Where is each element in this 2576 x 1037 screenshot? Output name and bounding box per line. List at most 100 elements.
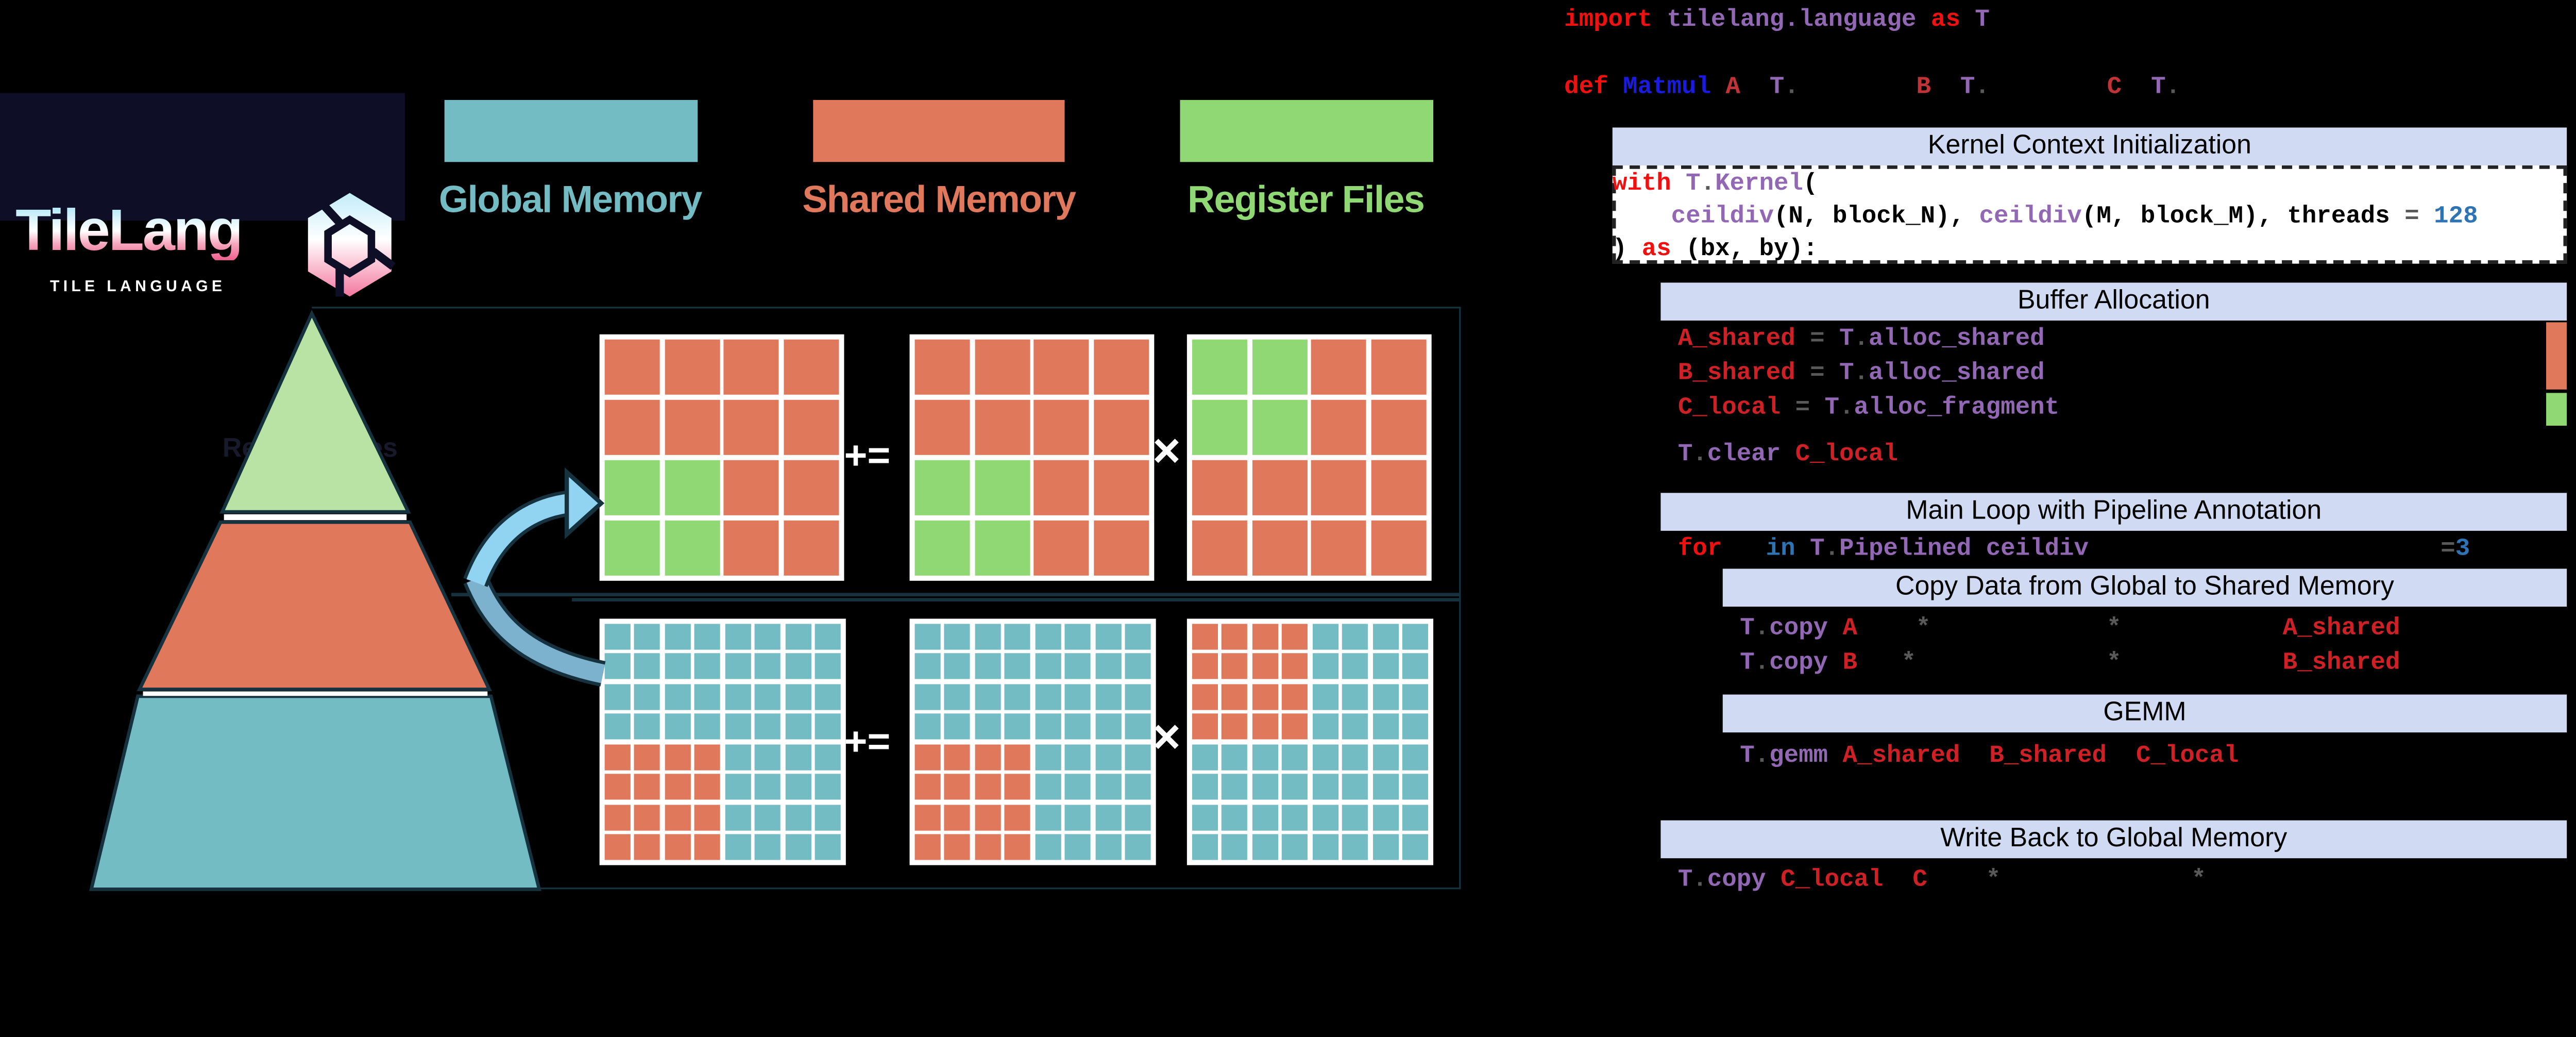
matrix-cell (1252, 714, 1278, 740)
matrix-cell (975, 804, 1001, 830)
matrix-cell (755, 804, 781, 830)
matrix-cell (1252, 624, 1278, 650)
matrix-cell (1192, 624, 1218, 650)
matrix-cell (664, 520, 720, 576)
matrix-cell (1125, 834, 1151, 860)
matrix-cell (1125, 744, 1151, 770)
matrix-cell (1192, 399, 1248, 456)
matrix-cell (664, 459, 720, 516)
matrix-cell (1311, 459, 1367, 516)
matrix-cell (914, 774, 941, 800)
matrix-cell (1095, 624, 1121, 650)
matrix-cell (1371, 520, 1427, 576)
matrix-cell (1312, 834, 1338, 860)
matrix-cell (755, 654, 781, 680)
matrix-cell (1402, 654, 1428, 680)
matrix-cell (1251, 520, 1308, 576)
matrix-cell (1402, 804, 1428, 830)
matrix-cell (1034, 520, 1090, 576)
matrix-cell (1402, 744, 1428, 770)
arrow-tail (466, 575, 605, 683)
code-line: T.copy(A[by * block_M, k * block_K], A_s… (1740, 615, 2415, 643)
matrix-cell (1192, 339, 1248, 395)
matrix-cell (724, 459, 779, 516)
matrix-cell (665, 834, 691, 860)
matrix-cell (1312, 714, 1338, 740)
matrix-cell (1372, 654, 1398, 680)
matrix-cell (1282, 834, 1308, 860)
matrix-cell (1093, 399, 1149, 456)
matrix-cell (785, 654, 811, 680)
matrix-cell (815, 684, 841, 710)
times-operator-top: × (1152, 424, 1181, 478)
matrix-cell (604, 834, 631, 860)
matrix-cell (785, 714, 811, 740)
matrix-cell (1065, 774, 1091, 800)
arrow-head (564, 467, 605, 539)
matrix-cell (604, 520, 660, 576)
matrix-cell (785, 744, 811, 770)
times-operator-bottom: × (1152, 710, 1181, 764)
matrix-cell (1251, 459, 1308, 516)
legend-label-register-files: Register Files (1188, 177, 1425, 221)
matrix-cell (665, 654, 691, 680)
matrix-cell (1005, 744, 1031, 770)
global-tile-matrix-b (1187, 618, 1433, 865)
matrix-cell (975, 624, 1001, 650)
legend-swatch-global-memory (444, 99, 698, 162)
matrix-cell (1282, 774, 1308, 800)
code-line: T.copy(B[k * block_K, bx * block_N], B_s… (1740, 648, 2415, 677)
register-tile-matrix-b (1187, 334, 1432, 581)
matrix-cell (1342, 774, 1368, 800)
matrix-cell (1035, 834, 1061, 860)
matrix-cell (1372, 804, 1398, 830)
code-line: T.clear(C_local) (1677, 441, 1913, 469)
matrix-cell (1192, 744, 1218, 770)
matrix-cell (664, 339, 720, 395)
matrix-cell (1035, 624, 1061, 650)
matrix-cell (1372, 744, 1398, 770)
matrix-cell (1125, 654, 1151, 680)
code-line: with T.Kernel( (1612, 171, 1818, 198)
matrix-cell (815, 654, 841, 680)
matrix-cell (1192, 459, 1248, 516)
matrix-cell (604, 654, 631, 680)
matrix-cell (604, 399, 660, 456)
matrix-cell (1095, 684, 1121, 710)
matrix-cell (1312, 684, 1338, 710)
matrix-cell (785, 774, 811, 800)
matrix-cell (1065, 804, 1091, 830)
matrix-cell (914, 804, 941, 830)
matrix-cell (1222, 774, 1248, 800)
matrix-cell (694, 714, 721, 740)
section-header-write-back: Write Back to Global Memory (1660, 820, 2567, 859)
matrix-cell (944, 834, 971, 860)
matrix-cell (634, 624, 660, 650)
matrix-cell (604, 804, 631, 830)
matrix-cell (665, 714, 691, 740)
matrix-cell (1312, 774, 1338, 800)
matrix-cell (604, 714, 631, 740)
plus-equals-operator-bottom: += (844, 718, 891, 764)
matrix-cell (785, 624, 811, 650)
matrix-cell (755, 624, 781, 650)
gem-icon (308, 193, 396, 297)
matrix-cell (1342, 834, 1368, 860)
matrix-cell (1252, 744, 1278, 770)
matrix-cell (634, 774, 660, 800)
shared-memory-allocation-bar (2546, 322, 2567, 389)
matrix-cell (1312, 654, 1338, 680)
matrix-cell (1342, 684, 1368, 710)
matrix-cell (815, 774, 841, 800)
matrix-cell (944, 714, 971, 740)
code-line: T.gemm(A_shared, B_shared, C_local) (1740, 743, 2253, 771)
matrix-cell (1252, 834, 1278, 860)
matrix-cell (1252, 654, 1278, 680)
box-bottom-line (523, 887, 1461, 890)
section-header-copy-data: Copy Data from Global to Shared Memory (1722, 568, 2567, 607)
matrix-cell (974, 520, 1030, 576)
matrix-cell (1065, 744, 1091, 770)
matrix-cell (1035, 654, 1061, 680)
register-tile-matrix-a (909, 334, 1155, 581)
matrix-cell (1371, 399, 1427, 456)
